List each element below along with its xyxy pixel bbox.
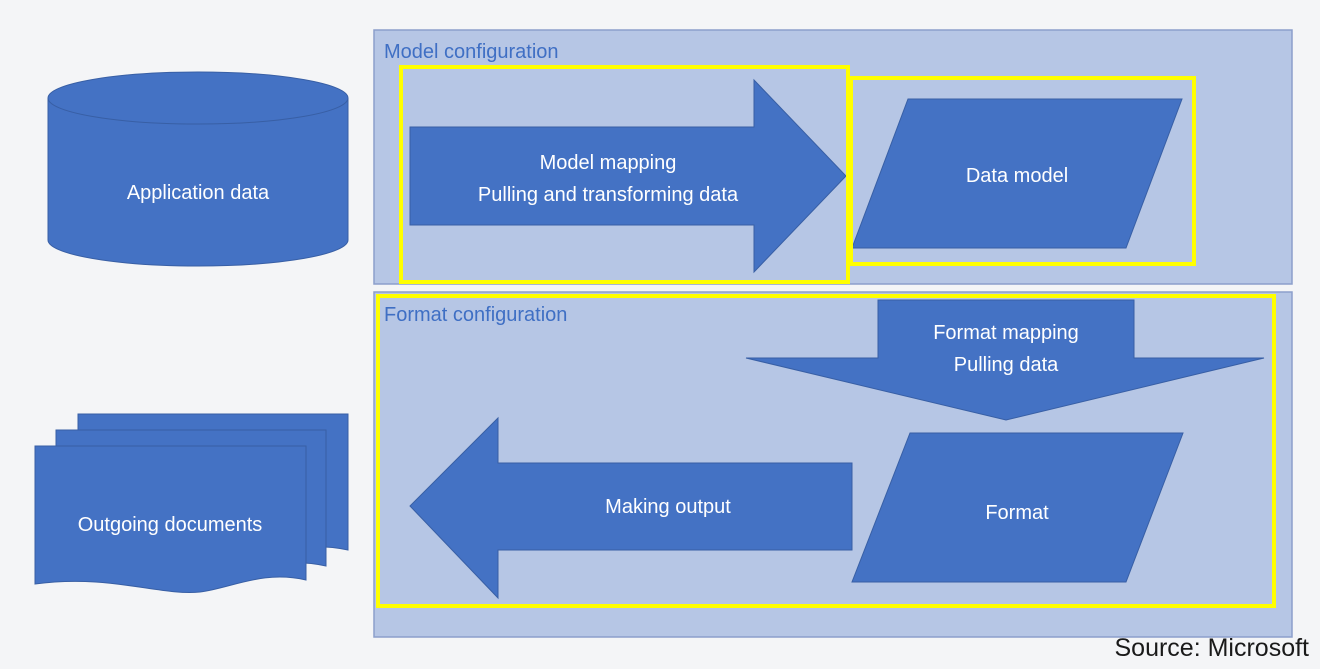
- arrow-down-icon: [745, 299, 1265, 421]
- arrow-right-icon: [409, 78, 847, 274]
- model-mapping-highlight: [399, 65, 850, 284]
- data-model-label: Data model: [966, 165, 1068, 187]
- database-cylinder-top: [47, 71, 349, 125]
- model-mapping-node: Model mapping Pulling and transforming d…: [409, 78, 847, 274]
- source-caption: Source: Microsoft: [1114, 634, 1309, 662]
- parallelogram-icon: [851, 432, 1184, 583]
- data-model-highlight: [849, 76, 1196, 266]
- format-mapping-line1: Format mapping: [933, 322, 1079, 344]
- arrow-left-icon: [409, 416, 853, 600]
- model-mapping-line2: Pulling and transforming data: [478, 184, 739, 206]
- format-node: Format: [851, 432, 1184, 583]
- outgoing-documents-label: Outgoing documents: [78, 514, 263, 536]
- model-configuration-title: Model configuration: [384, 41, 559, 63]
- making-output-label: Making output: [605, 496, 731, 518]
- application-data-node: Application data: [47, 71, 349, 267]
- format-configuration-title: Format configuration: [384, 304, 567, 326]
- data-model-node: Data model: [851, 98, 1183, 249]
- outgoing-documents-node: Outgoing documents: [34, 413, 349, 593]
- document-front-sheet: [34, 445, 307, 593]
- application-data-label: Application data: [127, 182, 270, 204]
- database-cylinder-body: [47, 98, 349, 267]
- format-configuration-highlight: [376, 294, 1276, 608]
- parallelogram-icon: [851, 98, 1183, 249]
- making-output-node: Making output: [409, 416, 853, 600]
- format-mapping-node: Format mapping Pulling data: [745, 299, 1265, 421]
- format-label: Format: [985, 502, 1049, 524]
- model-mapping-line1: Model mapping: [540, 152, 677, 174]
- format-mapping-line2: Pulling data: [954, 354, 1059, 376]
